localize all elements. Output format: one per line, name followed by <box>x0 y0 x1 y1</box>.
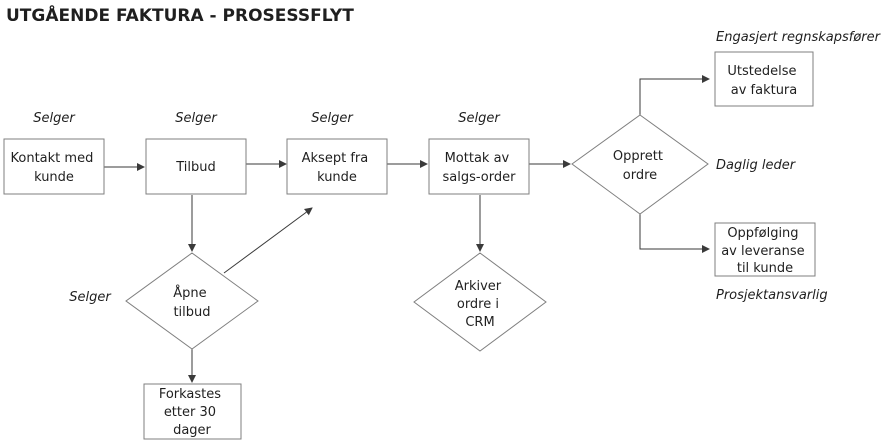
edge-opprett-utstedelse <box>639 75 710 115</box>
role-label-regnskapsforer: Engasjert regnskapsfører <box>716 30 882 45</box>
node-mottak: Mottak av salgs-order <box>428 138 530 195</box>
diagram-title: UTGÅENDE FAKTURA - PROSESSFLYT <box>6 3 354 26</box>
role-label-prosjektansvarlig: Prosjektansvarlig <box>716 288 828 303</box>
node-oppfolging: Oppfølging av leveranse til kunde <box>714 222 816 277</box>
process-box <box>714 222 816 277</box>
role-label-selger: Selger <box>458 111 501 126</box>
node-aksept: Aksept fra kunde <box>286 138 388 195</box>
node-label: Mottak av salgs-order <box>443 151 517 185</box>
process-box <box>286 138 388 195</box>
decision-diamond <box>125 252 259 350</box>
role-label-selger: Selger <box>311 111 354 126</box>
edge-opprett-oppfolging <box>639 214 710 253</box>
process-box <box>3 138 105 195</box>
process-box <box>145 138 247 195</box>
edges <box>104 75 710 383</box>
process-box <box>714 51 814 107</box>
node-label: Forkastes etter 30 dager <box>159 387 225 438</box>
role-label-daglig-leder: Daglig leder <box>716 158 797 173</box>
node-forkastes: Forkastes etter 30 dager <box>143 383 242 440</box>
node-label: Arkiver ordre i CRM <box>455 279 506 330</box>
node-opprett: Opprett ordre <box>571 114 709 215</box>
process-box <box>428 138 530 195</box>
node-label: Tilbud <box>175 160 216 175</box>
decision-diamond <box>571 114 709 215</box>
node-label: Oppfølging av leveranse til kunde <box>721 226 809 276</box>
node-tilbud: Tilbud <box>145 138 247 195</box>
node-label: Aksept fra kunde <box>302 151 373 185</box>
node-label: Utstedelse av faktura <box>727 64 800 98</box>
node-arkiver: Arkiver ordre i CRM <box>413 252 547 352</box>
process-box <box>143 383 242 440</box>
node-label: Kontakt med kunde <box>11 151 98 185</box>
node-kontakt: Kontakt med kunde <box>3 138 105 195</box>
node-apne: Åpne tilbud <box>125 252 259 350</box>
node-label: Opprett ordre <box>613 149 667 183</box>
role-label-selger: Selger <box>69 290 112 305</box>
node-utstedelse: Utstedelse av faktura <box>714 51 814 107</box>
role-label-selger: Selger <box>33 111 76 126</box>
node-label: Åpne tilbud <box>173 285 211 320</box>
decision-diamond <box>413 252 547 352</box>
edge-apne-aksept <box>223 207 313 274</box>
role-label-selger: Selger <box>175 111 218 126</box>
